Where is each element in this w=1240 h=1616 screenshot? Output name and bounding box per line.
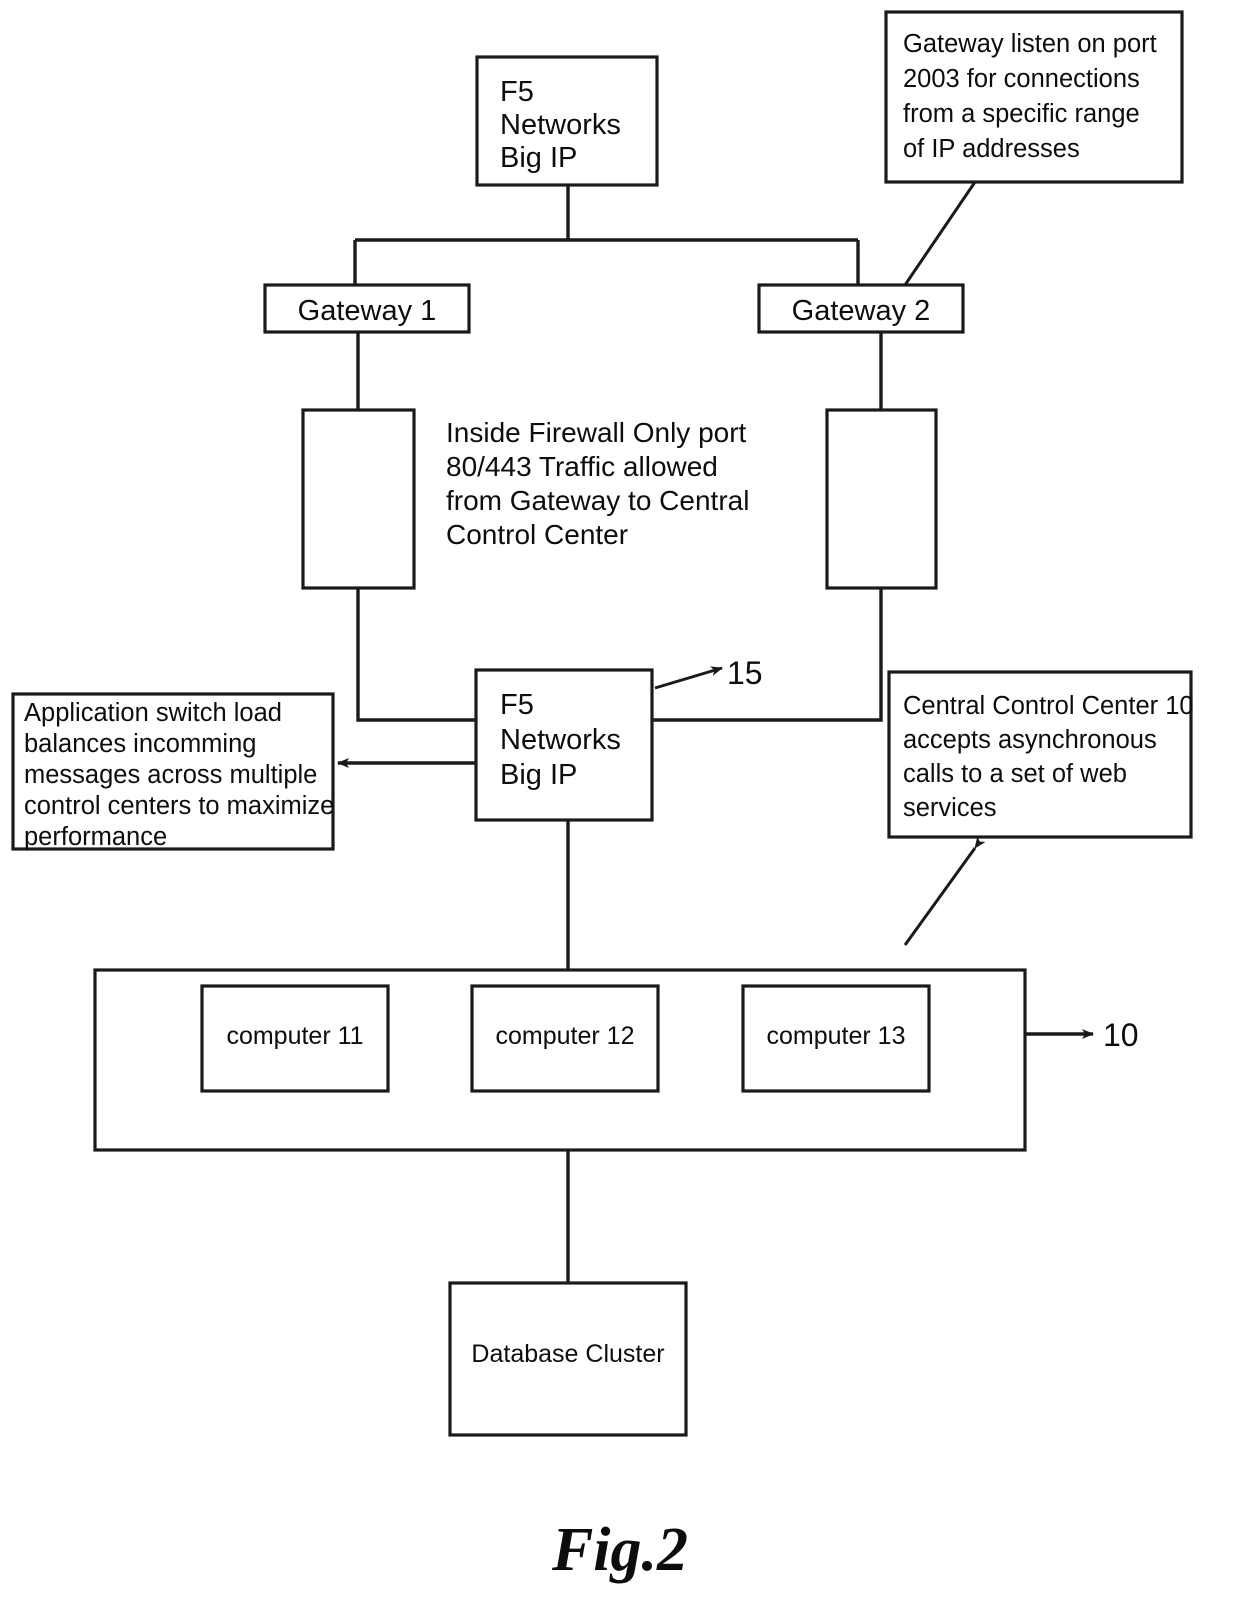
application-switch-line-3: Big IP — [500, 759, 577, 791]
gateway-port-note-line-2: 2003 for connections — [903, 65, 1140, 93]
load-balance-note-line-1: Application switch load — [24, 699, 282, 727]
load-balance-note-line-5: performance — [24, 823, 167, 851]
gateway-2-label: Gateway 2 — [792, 295, 931, 327]
leader-webservices-note — [903, 836, 986, 946]
gateway-port-note-line-1: Gateway listen on port — [903, 30, 1157, 58]
database-cluster-label: Database Cluster — [471, 1340, 664, 1368]
top-load-balancer-box[interactable] — [475, 55, 659, 187]
gateway-port-note-line-3: from a specific range — [903, 100, 1140, 128]
leader-ref-15 — [654, 666, 723, 690]
load-balance-note-line-3: messages across multiple — [24, 761, 317, 789]
top-load-balancer-line-2: Networks — [500, 109, 621, 141]
computer-11-box[interactable] — [200, 984, 390, 1093]
computer-13-box[interactable] — [741, 984, 931, 1093]
web-services-note-line-3: calls to a set of web — [903, 760, 1127, 788]
web-services-note-line-1: Central Control Center 10 — [903, 692, 1194, 720]
computer-12-box[interactable] — [470, 984, 660, 1093]
gateway-port-note-line-4: of IP addresses — [903, 135, 1080, 163]
link-firewall-left-to-appswitch — [356, 588, 476, 722]
gateway-2-box[interactable] — [757, 283, 965, 334]
firewall-note-line-1: Inside Firewall Only port — [446, 417, 747, 448]
computer-11-label: computer 11 — [226, 1022, 363, 1050]
firewall-box-left[interactable] — [301, 408, 416, 590]
load-balance-note-box — [11, 692, 335, 851]
reference-numeral-15: 15 — [727, 655, 763, 691]
firewall-note-line-4: Control Center — [446, 519, 628, 550]
web-services-note-box — [887, 670, 1193, 839]
firewall-box-right[interactable] — [825, 408, 938, 590]
firewall-note-line-2: 80/443 Traffic allowed — [446, 451, 718, 482]
gateway-1-box[interactable] — [263, 283, 471, 334]
web-services-note-line-2: accepts asynchronous — [903, 726, 1157, 754]
firewall-note-line-3: from Gateway to Central — [446, 485, 749, 516]
link-firewall-right-to-appswitch — [652, 588, 883, 722]
computer-13-label: computer 13 — [767, 1022, 906, 1050]
leader-gateway-note — [903, 181, 977, 286]
figure-caption: Fig.2 — [551, 1516, 688, 1584]
database-cluster-box[interactable] — [448, 1281, 688, 1437]
load-balance-note-line-2: balances incomming — [24, 730, 256, 758]
web-services-note-line-4: services — [903, 794, 997, 822]
gateway-port-note-box — [884, 10, 1184, 184]
top-load-balancer-line-3: Big IP — [500, 142, 577, 174]
application-switch-box[interactable] — [474, 668, 654, 822]
application-switch-line-1: F5 — [500, 689, 534, 721]
gateway-1-label: Gateway 1 — [298, 295, 437, 327]
load-balance-note-line-4: control centers to maximize — [24, 792, 334, 820]
computer-12-label: computer 12 — [496, 1022, 635, 1050]
reference-numeral-10: 10 — [1103, 1017, 1139, 1053]
application-switch-line-2: Networks — [500, 724, 621, 756]
top-load-balancer-line-1: F5 — [500, 76, 534, 108]
